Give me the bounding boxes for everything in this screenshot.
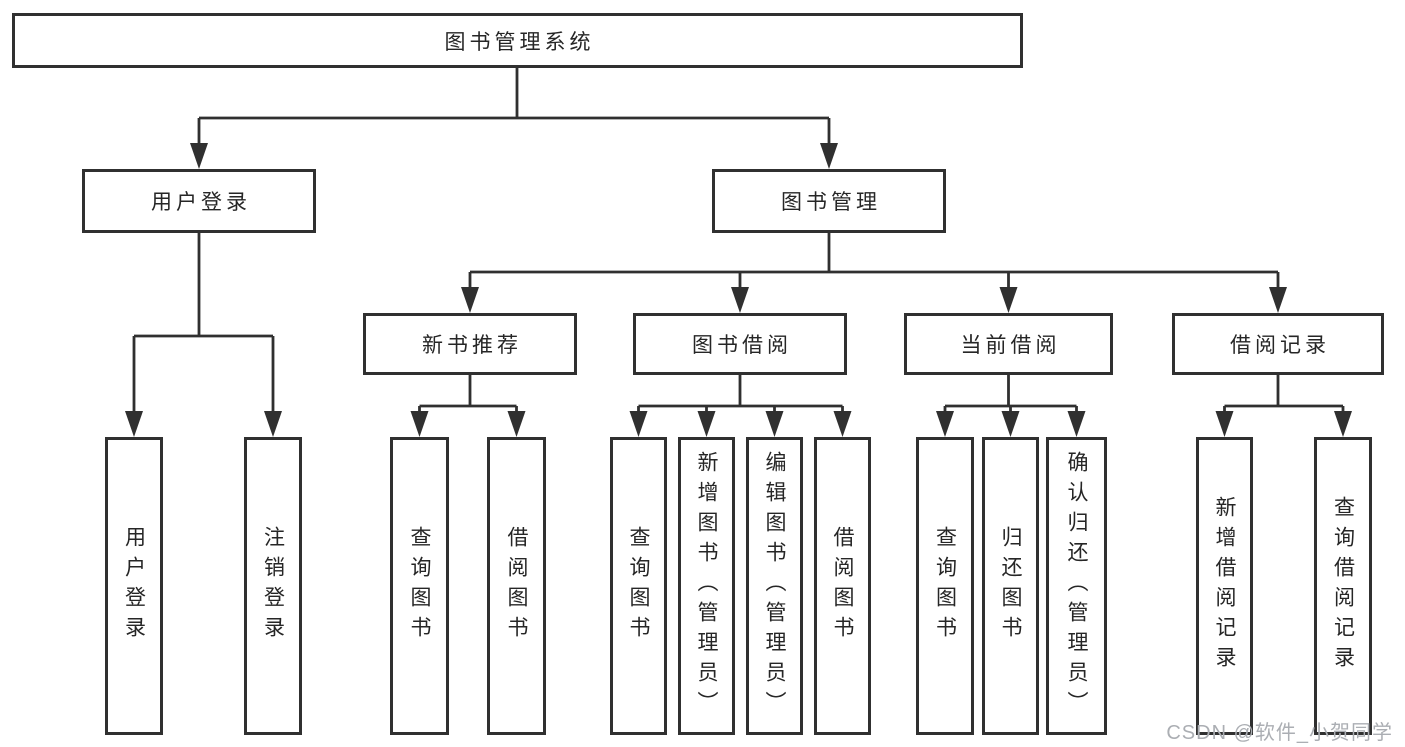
connector-line: [418, 375, 518, 414]
arrowhead-down-icon: [1001, 411, 1020, 437]
arrowhead-down-icon: [1215, 411, 1234, 437]
leaf-label: 确认归还（管理员）: [1065, 451, 1088, 721]
leaf-current-return-books: 归还图书: [982, 437, 1039, 735]
node-label: 图书管理系统: [444, 30, 595, 54]
leaf-label: 查询借阅记录: [1331, 496, 1355, 676]
leaf-borrow-add-books-admin: 新增图书（管理员）: [678, 437, 735, 735]
arrowhead-down-icon: [765, 411, 784, 437]
connector-line: [132, 233, 275, 414]
leaf-borrow-query-books: 查询图书: [610, 437, 667, 735]
arrowhead-down-icon: [936, 411, 954, 437]
leaf-label: 新增图书（管理员）: [695, 451, 718, 721]
connector-records-to-leaves: [1223, 375, 1345, 414]
node-label: 借阅记录: [1230, 334, 1330, 357]
leaf-borrow-edit-books-admin: 编辑图书（管理员）: [746, 437, 803, 735]
node-borrow-records: 借阅记录: [1172, 313, 1384, 375]
connector-root-to-level2: [197, 68, 831, 146]
leaf-current-query-books: 查询图书: [916, 437, 974, 735]
node-book-management: 图书管理: [712, 169, 946, 233]
leaf-records-add-record: 新增借阅记录: [1196, 437, 1253, 735]
leaf-borrow-borrow-books: 借阅图书: [814, 437, 871, 735]
arrowhead-down-icon: [629, 411, 648, 437]
leaf-label: 归还图书: [999, 526, 1022, 646]
arrowhead-down-icon: [264, 411, 282, 437]
connector-line: [468, 233, 1280, 290]
leaf-label: 编辑图书（管理员）: [763, 451, 786, 721]
leaf-label: 借阅图书: [831, 526, 854, 646]
connector-bookborrow-to-leaves: [637, 375, 844, 414]
node-label: 图书借阅: [692, 334, 792, 357]
csdn-watermark: CSDN @软件_小贺同学: [1166, 722, 1393, 744]
leaf-newbook-query-books: 查询图书: [390, 437, 449, 735]
arrowhead-down-icon: [999, 287, 1018, 313]
leaf-label: 查询图书: [408, 526, 431, 646]
arrowhead-down-icon: [1334, 411, 1352, 437]
connector-line: [197, 68, 831, 146]
connector-currentborrow-to-leaves: [943, 375, 1078, 414]
arrowhead-down-icon: [1269, 287, 1287, 313]
connector-line: [943, 375, 1078, 414]
leaf-logout: 注销登录: [244, 437, 302, 735]
arrowhead-down-icon: [410, 411, 429, 437]
leaf-label: 用户登录: [122, 526, 146, 646]
leaf-label: 查询图书: [933, 526, 957, 646]
leaf-current-confirm-return-admin: 确认归还（管理员）: [1046, 437, 1107, 735]
leaf-user-login: 用户登录: [105, 437, 163, 735]
leaf-records-query-record: 查询借阅记录: [1314, 437, 1372, 735]
arrowhead-down-icon: [833, 411, 852, 437]
connector-line: [637, 375, 844, 414]
node-new-book-recommend: 新书推荐: [363, 313, 577, 375]
connector-bookmgmt-to-level3: [468, 233, 1280, 290]
leaf-label: 新增借阅记录: [1213, 496, 1236, 676]
node-book-borrow: 图书借阅: [633, 313, 847, 375]
node-label: 图书管理: [781, 191, 881, 214]
leaf-label: 注销登录: [261, 526, 285, 646]
arrowhead-down-icon: [731, 287, 749, 313]
arrowhead-down-icon: [507, 411, 526, 437]
leaf-label: 借阅图书: [505, 526, 528, 646]
node-user-login: 用户登录: [82, 169, 316, 233]
connector-userlogin-to-leaves: [132, 233, 275, 414]
node-label: 新书推荐: [422, 334, 522, 357]
arrowhead-down-icon: [190, 143, 208, 169]
connector-newbook-to-leaves: [418, 375, 518, 414]
node-label: 用户登录: [151, 191, 251, 214]
arrowhead-down-icon: [697, 411, 716, 437]
connector-line: [1223, 375, 1345, 414]
node-root-library-system: 图书管理系统: [12, 13, 1023, 68]
node-label: 当前借阅: [960, 334, 1061, 357]
leaf-newbook-borrow-books: 借阅图书: [487, 437, 546, 735]
arrowhead-down-icon: [461, 287, 479, 313]
leaf-label: 查询图书: [627, 526, 650, 646]
arrowhead-down-icon: [1067, 411, 1086, 437]
arrowhead-down-icon: [125, 411, 143, 437]
arrowhead-down-icon: [820, 143, 838, 169]
node-current-borrow: 当前借阅: [904, 313, 1113, 375]
